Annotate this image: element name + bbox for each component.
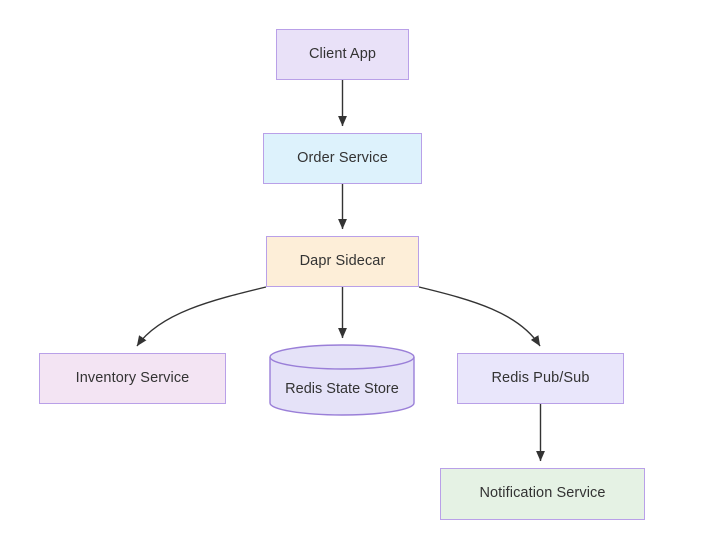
- edge-dapr-sidecar-to-redis-pubsub: [418, 286, 541, 347]
- node-client-app[interactable]: Client App: [276, 29, 409, 80]
- node-dapr-sidecar-label: Dapr Sidecar: [299, 252, 386, 269]
- node-redis-pubsub-label: Redis Pub/Sub: [491, 369, 590, 386]
- node-redis-state-store[interactable]: Redis State Store: [269, 344, 415, 416]
- node-redis-state-store-label: Redis State Store: [285, 381, 399, 397]
- node-notification-service-label: Notification Service: [479, 485, 606, 502]
- node-dapr-sidecar[interactable]: Dapr Sidecar: [266, 236, 419, 287]
- node-inventory-service[interactable]: Inventory Service: [39, 353, 226, 404]
- node-inventory-service-label: Inventory Service: [75, 369, 190, 386]
- edge-dapr-sidecar-to-inventory-service: [136, 286, 267, 347]
- node-order-service[interactable]: Order Service: [263, 133, 422, 184]
- cylinder-shape: [269, 344, 415, 416]
- node-order-service-label: Order Service: [297, 149, 388, 166]
- node-client-app-label: Client App: [308, 45, 377, 62]
- node-redis-pubsub[interactable]: Redis Pub/Sub: [457, 353, 624, 404]
- node-notification-service[interactable]: Notification Service: [440, 468, 645, 520]
